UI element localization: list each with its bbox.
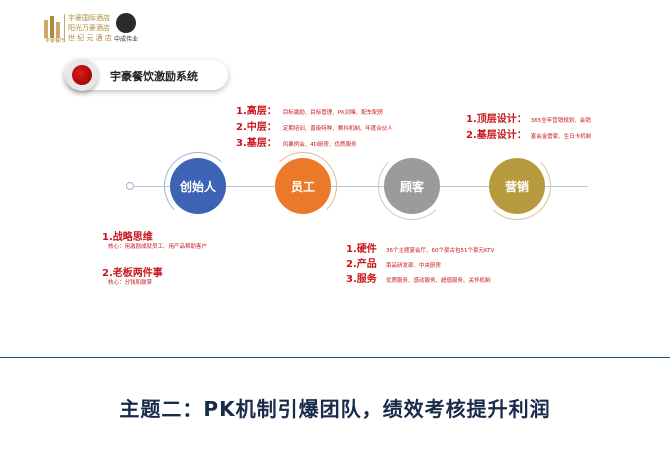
block-detail: 优质服务、感动服务、超值服务、关怀机制	[386, 278, 491, 284]
block-detail: 核心：用激励成就员工、用产品帮助客户	[108, 244, 208, 250]
block-heading: 1.战略思维	[102, 232, 153, 243]
block-detail: 宴会金管家、生日卡机制	[530, 134, 592, 140]
block-detail: 菜品研发部、中央厨房	[386, 263, 442, 269]
title-bullet-icon	[72, 65, 92, 85]
block-heading: 2.产品	[346, 259, 377, 270]
block-heading: 1.高层：	[236, 106, 277, 117]
hotel-name: 世 纪 元 酒 店	[68, 34, 112, 42]
block-heading: 2.中层：	[236, 122, 277, 133]
circle-arc	[483, 152, 551, 220]
block-detail: 36个主题宴会厅、60个豪古包51个豪元KTV	[386, 248, 495, 254]
connector-line	[128, 186, 588, 187]
connector-start-knob	[126, 182, 134, 190]
block-detail: 365全年营销规划、会销	[530, 118, 591, 124]
hotel-names: 宇豪国际酒店 阳光万豪酒店 世 纪 元 酒 店	[68, 13, 112, 43]
block-heading: 2.老板两件事	[102, 268, 163, 279]
company-logo-caption: 中成伟业	[114, 36, 139, 43]
block-detail: 目标激励、目标管理、PK对赌、配车配房	[282, 110, 384, 116]
block-heading: 3.基层：	[236, 138, 277, 149]
circle-customer: 顾客	[384, 158, 440, 214]
founder-block: 1.战略思维 核心：用激励成就员工、用产品帮助客户 2.老板两件事 核心：分钱和…	[102, 228, 207, 286]
page-title: 宇豪餐饮激励系统	[110, 70, 198, 83]
circle-founder: 创始人	[170, 158, 226, 214]
customer-block: 1.硬件 36个主题宴会厅、60个豪古包51个豪元KTV 2.产品 菜品研发部、…	[346, 240, 494, 285]
hotel-name: 阳光万豪酒店	[68, 24, 110, 32]
section-title: 主题二：PK机制引爆团队，绩效考核提升利润	[119, 397, 551, 421]
logo-caption: 宇豪餐厅	[44, 38, 65, 44]
block-heading: 3.服务	[346, 274, 377, 285]
block-heading: 2.基层设计：	[466, 130, 527, 141]
block-detail: 风暴例会、4D厨房、优质服务	[282, 142, 357, 148]
block-heading: 1.硬件	[346, 244, 377, 255]
hotel-logo-icon	[44, 16, 60, 38]
circle-arc	[378, 152, 446, 220]
marketing-block: 1.顶层设计： 365全年营销规划、会销 2.基层设计： 宴会金管家、生日卡机制	[466, 110, 591, 142]
block-detail: 核心：分钱和鼓掌	[108, 280, 153, 286]
block-heading: 1.顶层设计：	[466, 114, 527, 125]
circle-arc	[164, 152, 232, 220]
circle-arc	[269, 152, 337, 220]
circle-marketing: 营销	[489, 158, 545, 214]
employee-block: 1.高层： 目标激励、目标管理、PK对赌、配车配房 2.中层： 定期培训、晋级特…	[236, 102, 393, 150]
divider-line	[0, 357, 670, 358]
logo-divider	[64, 14, 65, 42]
block-detail: 定期培训、晋级特种、赛抖机制、年度合伙人	[282, 126, 393, 132]
company-logo-icon	[116, 13, 136, 33]
hotel-name: 宇豪国际酒店	[68, 14, 110, 22]
circle-employee: 员工	[275, 158, 331, 214]
